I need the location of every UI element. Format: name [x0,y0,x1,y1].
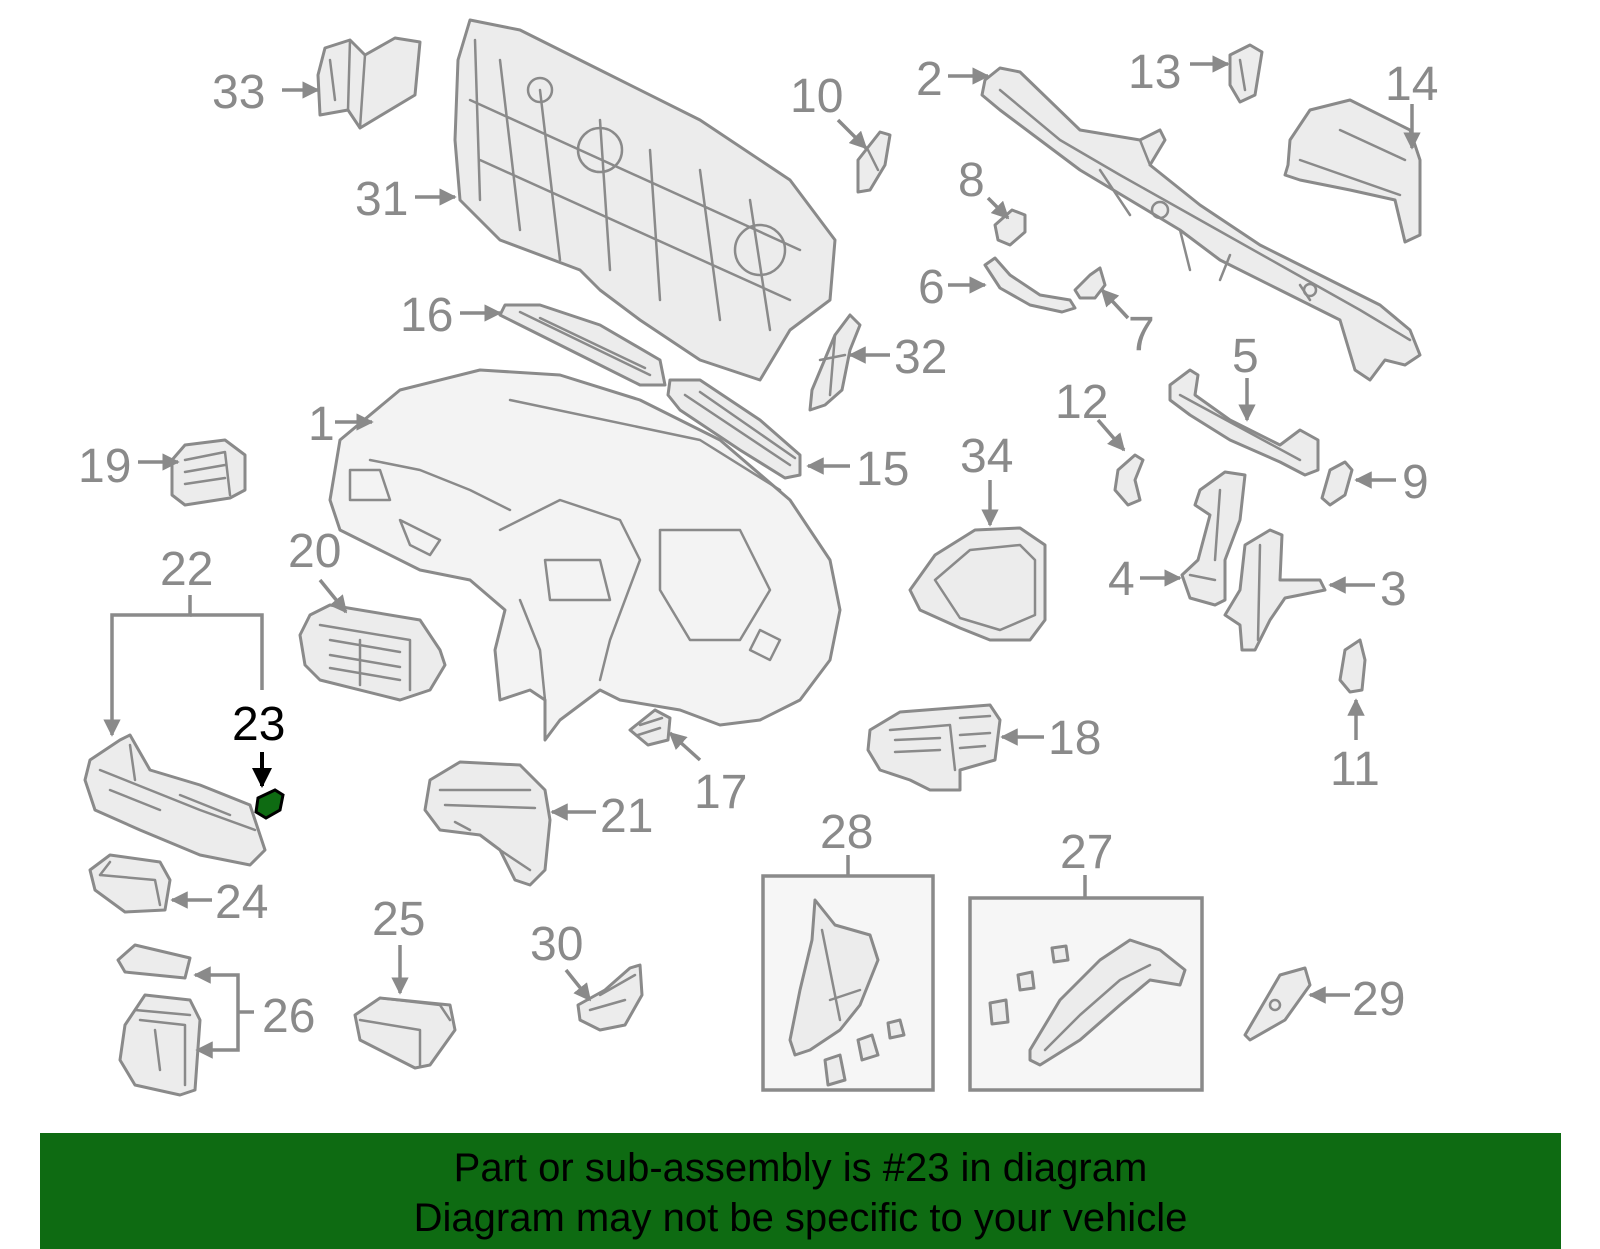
callout-14: 14 [1385,58,1438,111]
part-29-clip [1243,966,1312,1042]
callout-25: 25 [372,893,425,946]
callout-32: 32 [894,331,947,384]
part-33-bracket [316,36,422,130]
callout-21: 21 [600,790,653,843]
callout-22: 22 [160,543,213,596]
part-12-bracket [1113,453,1145,507]
part-13-bracket [1228,43,1264,104]
part-25-storage-box [353,996,457,1070]
part-6-bracket [983,256,1077,314]
callout-18: 18 [1048,712,1101,765]
part-22-lower-panel [83,733,267,867]
part-24-pocket [88,853,172,914]
part-20-center-vent [298,603,447,702]
callout-labels: 1 2 3 4 5 6 7 8 9 10 11 12 13 14 15 16 1… [78,46,1438,1043]
part-10-bracket [856,130,892,194]
callout-30: 30 [530,918,583,971]
part-23-highlighted [254,788,285,820]
callout-12: 12 [1055,376,1108,429]
callout-33: 33 [212,66,265,119]
part-1-instrument-panel [328,368,842,742]
callout-7: 7 [1128,308,1155,361]
callout-6: 6 [918,261,945,314]
part-28-trim-panel [788,898,906,1087]
part-27-kick-panel [988,938,1187,1067]
part-9-bracket [1320,460,1354,507]
callout-3: 3 [1380,563,1407,616]
callout-24: 24 [215,876,268,929]
part-31-dash-panel [453,18,837,382]
callout-26: 26 [262,990,315,1043]
part-info-line: Part or sub-assembly is #23 in diagram [453,1146,1148,1190]
part-5-bracket [1168,368,1320,477]
callout-13: 13 [1128,46,1181,99]
part-7-bracket [1073,266,1107,300]
part-8-clip [993,208,1027,247]
callout-8: 8 [958,154,985,207]
part-21-cluster-hood [423,760,552,887]
part-15-defroster-grille [666,378,802,480]
callout-27: 27 [1060,826,1113,879]
part-30-bracket [576,963,644,1032]
callout-16: 16 [400,289,453,342]
callout-10: 10 [790,70,843,123]
callout-34: 34 [960,430,1013,483]
callout-9: 9 [1402,456,1429,509]
part-32-bracket [808,313,862,412]
part-2-steering-support [980,66,1422,382]
callout-31: 31 [355,173,408,226]
part-16-defroster-grille [498,303,667,387]
part-4-bracket [1180,470,1247,607]
part-18-switch-panel [866,703,1002,792]
part-19-air-vent [170,438,247,507]
callout-17: 17 [694,766,747,819]
callout-29: 29 [1352,973,1405,1026]
callout-28: 28 [820,806,873,859]
disclaimer-line: Diagram may not be specific to your vehi… [413,1196,1188,1240]
callout-20: 20 [288,525,341,578]
part-info-banner: Part or sub-assembly is #23 in diagram D… [40,1133,1561,1249]
part-26-ash-tray [116,943,202,1097]
callout-1: 1 [308,398,335,451]
part-11-bracket [1338,638,1367,694]
callout-11: 11 [1330,743,1380,796]
callout-4: 4 [1108,553,1135,606]
part-17-knob [628,708,672,747]
callout-5: 5 [1232,330,1259,383]
callout-22-bracket [103,595,264,737]
callout-23-highlighted: 23 [232,698,285,751]
callout-2: 2 [916,53,943,106]
callout-15: 15 [856,443,909,496]
part-3-bracket [1223,528,1327,652]
part-14-passenger-airbag [1283,98,1422,244]
callout-19: 19 [78,440,131,493]
part-34-airbag-cover [908,526,1047,642]
